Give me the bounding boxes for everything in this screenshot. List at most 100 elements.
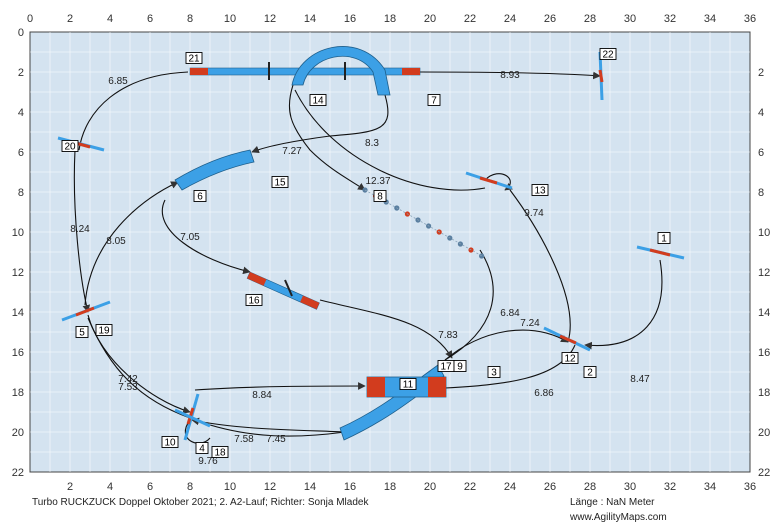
jump-end-left	[190, 68, 208, 75]
number-box	[373, 190, 387, 202]
number-text: 9	[457, 362, 463, 373]
axis-tick-label: 22	[464, 13, 476, 25]
jump-11-red-b	[428, 377, 446, 397]
obstacle-number-16: 16	[245, 294, 263, 307]
distance-label: 7.45	[266, 434, 286, 445]
axis-tick-label: 2	[758, 67, 764, 79]
axis-tick-label: 22	[12, 467, 24, 479]
number-text: 10	[164, 438, 176, 449]
jump-10-4-18-b	[174, 408, 211, 428]
jump-13-red	[479, 176, 498, 185]
axis-tick-label: 6	[147, 13, 153, 25]
number-text: 1	[661, 234, 667, 245]
axis-tick-label: 12	[12, 267, 24, 279]
axis-tick-label: 0	[27, 13, 33, 25]
number-text: 4	[199, 444, 205, 455]
distance-label: 6.84	[500, 308, 520, 319]
number-text: 22	[602, 50, 614, 61]
axis-tick-label: 16	[344, 13, 356, 25]
path-segment	[444, 329, 569, 361]
path-segment	[444, 249, 494, 361]
grid-lines	[30, 32, 750, 472]
jump-5-19-red	[75, 306, 95, 317]
distance-label: 6.86	[534, 388, 554, 399]
axis-tick-label: 18	[758, 387, 770, 399]
number-text: 2	[587, 368, 593, 379]
axis-tick-label: 20	[424, 481, 436, 493]
number-text: 21	[188, 54, 200, 65]
axis-tick-label: 2	[67, 481, 73, 493]
tunnel-14-7	[291, 46, 391, 96]
wing-post	[284, 279, 293, 297]
number-text: 12	[564, 354, 576, 365]
obstacle-number-13: 13	[531, 184, 549, 197]
number-box	[583, 366, 597, 378]
axis-tick-label: 22	[464, 481, 476, 493]
path-segment	[73, 149, 91, 313]
axis-tick-label: 18	[384, 481, 396, 493]
number-box	[399, 378, 417, 390]
axis-tick-label: 24	[504, 13, 516, 25]
obstacle-number-1: 1	[657, 232, 671, 245]
obstacle-number-8: 8	[373, 190, 387, 203]
number-box	[487, 366, 501, 378]
jump-16-red-a	[247, 271, 267, 286]
obstacle-number-10: 10	[161, 436, 179, 449]
distance-label: 12.37	[365, 176, 390, 187]
obstacle-number-4: 4	[195, 442, 209, 455]
path-segment	[419, 71, 601, 80]
path-segment	[288, 84, 366, 191]
number-box	[599, 48, 617, 60]
axis-tick-label: 36	[744, 481, 756, 493]
axis-tick-label: 8	[187, 481, 193, 493]
axis-tick-label: 0	[18, 27, 24, 39]
obstacle-number-6: 6	[193, 190, 207, 203]
axis-tick-label: 32	[664, 481, 676, 493]
axis-tick-label: 18	[384, 13, 396, 25]
path-segment	[194, 419, 346, 437]
obstacle-number-21: 21	[185, 52, 203, 65]
distance-label: 7.58	[234, 434, 254, 445]
number-box	[561, 352, 579, 364]
number-box	[193, 190, 207, 202]
obstacle-number-14: 14	[309, 94, 327, 107]
axis-tick-label: 4	[18, 107, 24, 119]
number-text: 20	[64, 142, 76, 153]
path-segment	[184, 419, 211, 444]
number-text: 13	[534, 186, 546, 197]
axis-tick-label: 8	[18, 187, 24, 199]
axis-tick-label: 32	[664, 13, 676, 25]
obstacle-number-15: 15	[271, 176, 289, 189]
number-box	[195, 442, 209, 454]
distance-label: 8.05	[106, 236, 126, 247]
axis-tick-label: 30	[624, 481, 636, 493]
course-length: Länge : NaN Meter	[570, 497, 655, 508]
axis-tick-label: 26	[544, 13, 556, 25]
number-text: 8	[377, 192, 383, 203]
obstacle-number-3: 3	[487, 366, 501, 379]
number-box	[245, 294, 263, 306]
number-box	[185, 52, 203, 64]
axis-tick-label: 2	[67, 13, 73, 25]
distance-label: 7.27	[282, 146, 302, 157]
number-box	[161, 436, 179, 448]
obstacle-number-17: 17	[437, 360, 455, 373]
axis-tick-label: 14	[12, 307, 24, 319]
obstacle-number-19: 19	[95, 324, 113, 337]
website-link[interactable]: www.AgilityMaps.com	[570, 512, 667, 523]
axis-tick-label: 12	[758, 267, 770, 279]
path-segment	[294, 89, 486, 191]
axis-tick-label: 10	[224, 13, 236, 25]
number-text: 3	[491, 368, 497, 379]
path-segment	[584, 259, 663, 350]
path-segment	[78, 71, 189, 151]
number-box	[531, 184, 549, 196]
axis-tick-label: 34	[704, 13, 716, 25]
obstacle-number-22: 22	[599, 48, 617, 61]
number-text: 11	[403, 380, 414, 391]
axis-tick-label: 36	[744, 13, 756, 25]
distance-label: 8.84	[252, 390, 272, 401]
path-segment	[162, 199, 251, 275]
number-text: 14	[312, 96, 324, 107]
